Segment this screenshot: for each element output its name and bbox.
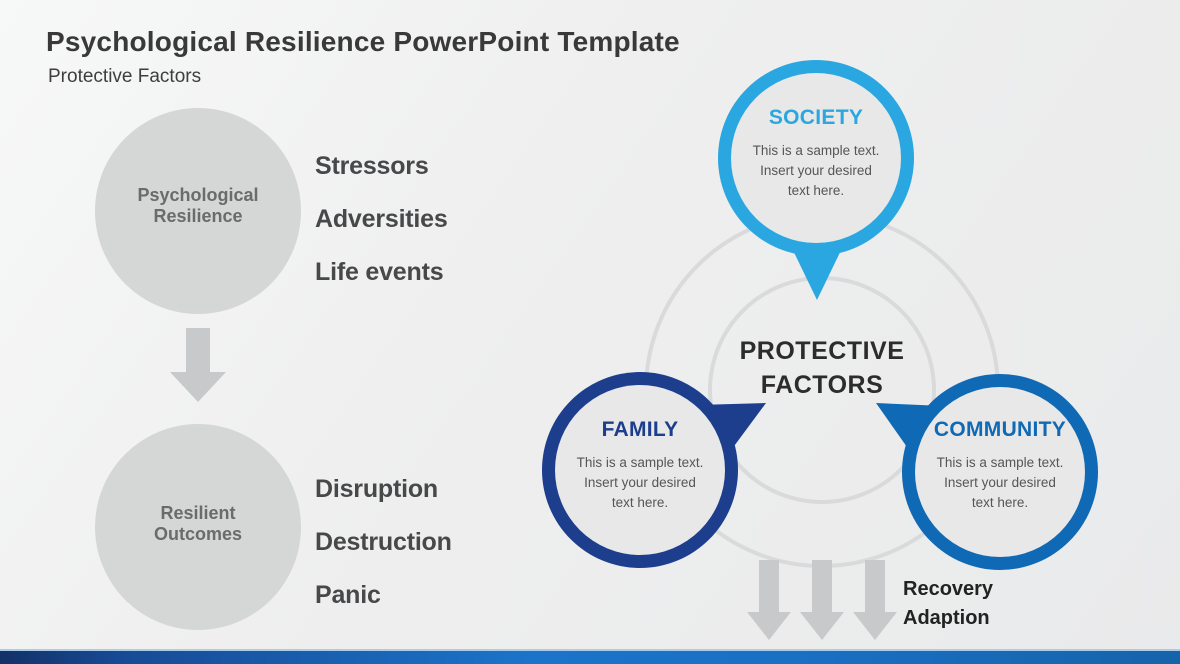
page-title: Psychological Resilience PowerPoint Temp…: [46, 26, 680, 57]
list-item: Life events: [315, 258, 444, 286]
outcome-arrow-icon-2: [800, 560, 844, 640]
page-subtitle: Protective Factors: [48, 66, 202, 87]
psychological-resilience-label: Psychological Resilience: [137, 185, 259, 226]
resilient-outcomes-label: Resilient Outcomes: [153, 503, 243, 544]
outcome-arrow-icon-1: [747, 560, 791, 640]
down-arrow-icon: [170, 328, 226, 402]
family-bubble-fill: [555, 385, 725, 555]
resilient-outcomes-circle: [95, 424, 301, 630]
family-body: This is a sample text. Insert your desir…: [576, 455, 704, 510]
protective-factors-label: PROTECTIVE FACTORS: [739, 337, 905, 399]
community-bubble: COMMUNITY This is a sample text. Insert …: [910, 418, 1090, 513]
society-bubble-fill: [731, 73, 901, 243]
family-bubble: FAMILY This is a sample text. Insert you…: [550, 418, 730, 513]
list-item: Destruction: [315, 528, 452, 556]
list-item: Adversities: [315, 205, 448, 233]
stressor-list: Stressors Adversities Life events: [315, 151, 555, 310]
family-title: FAMILY: [601, 418, 679, 441]
list-item: Disruption: [315, 475, 438, 503]
footer-accent-bar: [0, 649, 1180, 664]
society-bubble: SOCIETY This is a sample text. Insert yo…: [726, 106, 906, 201]
list-item: Panic: [315, 581, 381, 609]
recovery-adaption-label: Recovery Adaption: [903, 578, 994, 629]
society-title: SOCIETY: [768, 106, 864, 129]
psychological-resilience-circle: [95, 108, 301, 314]
outcome-arrow-icon-3: [853, 560, 897, 640]
society-body: This is a sample text. Insert your desir…: [752, 143, 880, 198]
community-body: This is a sample text. Insert your desir…: [936, 455, 1064, 510]
community-bubble-fill: [915, 387, 1085, 557]
outcome-list: Disruption Destruction Panic: [315, 474, 555, 633]
list-item: Stressors: [315, 152, 429, 180]
community-title: COMMUNITY: [933, 418, 1067, 441]
